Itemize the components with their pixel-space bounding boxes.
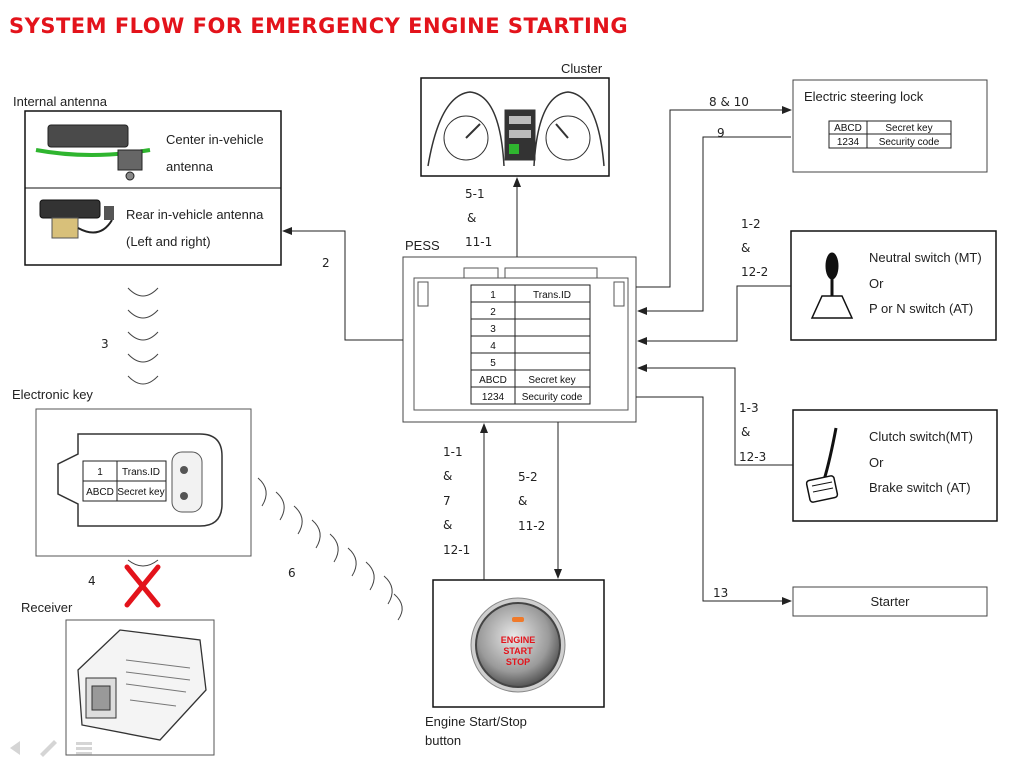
pess-table-cell: Secret key bbox=[528, 375, 575, 386]
step-3-label: 3 bbox=[101, 337, 109, 351]
step-clutch-a: 1-3 bbox=[739, 401, 759, 415]
pencil-icon[interactable] bbox=[40, 740, 57, 757]
connector-esl-to-pess bbox=[637, 136, 791, 315]
esl-table: ABCD Secret key 1234 Security code bbox=[828, 120, 952, 149]
pess-table-cell: 4 bbox=[490, 341, 496, 352]
connector-pess-to-antenna bbox=[282, 227, 403, 341]
step-13-label: 13 bbox=[713, 586, 728, 600]
pedal-icon bbox=[805, 427, 839, 503]
step-clutch-b: 12-3 bbox=[739, 450, 766, 464]
connector-pess-to-starter bbox=[636, 396, 792, 605]
pess-table-cell: 3 bbox=[490, 324, 496, 335]
pess-table-cell: 2 bbox=[490, 307, 496, 318]
pess-table-cell: Security code bbox=[522, 392, 583, 403]
pess-table-cell: ABCD bbox=[479, 375, 507, 386]
cluster-label: Cluster bbox=[561, 61, 603, 76]
arrow-left-icon[interactable] bbox=[10, 741, 20, 755]
pess-table-cell: 1234 bbox=[482, 392, 505, 403]
rear-antenna-label-line1: Rear in-vehicle antenna bbox=[126, 207, 264, 222]
step-clutch-amp: & bbox=[741, 425, 750, 439]
esl-table-cell: Secret key bbox=[885, 123, 932, 134]
start-button-icon: ENGINE START STOP bbox=[470, 597, 566, 693]
step-neutral-b: 12-2 bbox=[741, 265, 768, 279]
center-antenna-label-line2: antenna bbox=[166, 159, 214, 174]
connector-neutral-to-pess bbox=[637, 285, 791, 345]
key-table-cell: ABCD bbox=[86, 487, 114, 498]
step-cluster-a: 5-1 bbox=[465, 187, 485, 201]
starter-box bbox=[792, 586, 988, 617]
pess-table: 1 Trans.ID 2 3 4 5 ABCD Secret key 1234 … bbox=[470, 284, 591, 405]
step-pess-button-a: 5-2 bbox=[518, 470, 538, 484]
starter-label: Starter bbox=[870, 594, 910, 609]
clutch-switch-line2: Or bbox=[869, 455, 884, 470]
step-neutral-amp: & bbox=[741, 241, 750, 255]
step-cluster-amp: & bbox=[467, 211, 476, 225]
step-button-amp1: & bbox=[443, 469, 452, 483]
step-button-amp2: & bbox=[443, 518, 452, 532]
esl-table-cell: ABCD bbox=[834, 123, 862, 134]
button-face-text: STOP bbox=[506, 657, 530, 667]
pess-table-cell: 1 bbox=[490, 290, 496, 301]
esl-label: Electric steering lock bbox=[804, 89, 924, 104]
key-table-cell: 1 bbox=[97, 467, 103, 478]
pess-table-cell: 5 bbox=[490, 358, 496, 369]
rear-antenna-label-line2: (Left and right) bbox=[126, 234, 211, 249]
receiver-label: Receiver bbox=[21, 600, 73, 615]
signal-waves-3 bbox=[127, 287, 159, 385]
start-button-label-line2: button bbox=[425, 733, 461, 748]
receiver-icon bbox=[77, 629, 207, 741]
gauge-cluster-icon bbox=[427, 91, 605, 167]
blocked-cross-icon bbox=[124, 564, 161, 608]
step-8-10-label: 8 & 10 bbox=[709, 95, 749, 109]
key-table-cell: Secret key bbox=[117, 487, 164, 498]
button-face-text: ENGINE bbox=[501, 635, 536, 645]
step-2-label: 2 bbox=[322, 256, 330, 270]
step-button-a: 1-1 bbox=[443, 445, 463, 459]
neutral-switch-box bbox=[790, 230, 997, 341]
neutral-switch-line2: Or bbox=[869, 276, 884, 291]
step-4-label: 4 bbox=[88, 574, 96, 588]
start-button-label-line1: Engine Start/Stop bbox=[425, 714, 527, 729]
center-antenna-label-line1: Center in-vehicle bbox=[166, 132, 264, 147]
step-neutral-a: 1-2 bbox=[741, 217, 761, 231]
electronic-key-label: Electronic key bbox=[12, 387, 93, 402]
step-pess-button-b: 11-2 bbox=[518, 519, 545, 533]
esl-table-cell: Security code bbox=[879, 137, 940, 148]
gear-shifter-icon bbox=[810, 252, 854, 319]
clutch-switch-line1: Clutch switch(MT) bbox=[869, 429, 973, 444]
connector-clutch-to-pess bbox=[637, 364, 793, 466]
connector-pess-to-esl bbox=[636, 106, 792, 288]
center-antenna-icon bbox=[35, 124, 151, 181]
menu-icon[interactable] bbox=[76, 742, 92, 755]
button-face-text: START bbox=[503, 646, 533, 656]
rear-antenna-icon bbox=[39, 199, 114, 239]
step-pess-button-amp: & bbox=[518, 494, 527, 508]
signal-waves-6 bbox=[257, 477, 403, 621]
diagram-title: SYSTEM FLOW FOR EMERGENCY ENGINE STARTIN… bbox=[9, 14, 628, 38]
step-9-label: 9 bbox=[717, 126, 725, 140]
esl-table-cell: 1234 bbox=[837, 137, 860, 148]
step-cluster-b: 11-1 bbox=[465, 235, 492, 249]
neutral-switch-line1: Neutral switch (MT) bbox=[869, 250, 982, 265]
internal-antenna-heading: Internal antenna bbox=[13, 94, 108, 109]
step-6-label: 6 bbox=[288, 566, 296, 580]
key-table-cell: Trans.ID bbox=[122, 467, 160, 478]
step-button-b: 7 bbox=[443, 494, 451, 508]
slideshow-controls bbox=[10, 740, 92, 757]
step-button-c: 12-1 bbox=[443, 543, 470, 557]
clutch-switch-box bbox=[792, 409, 998, 522]
key-table: 1 Trans.ID ABCD Secret key bbox=[82, 460, 167, 502]
pess-module-icon bbox=[413, 267, 629, 411]
pess-table-cell: Trans.ID bbox=[533, 290, 571, 301]
signal-wave-4 bbox=[127, 559, 159, 567]
pess-label: PESS bbox=[405, 238, 440, 253]
clutch-switch-line3: Brake switch (AT) bbox=[869, 480, 971, 495]
neutral-switch-line3: P or N switch (AT) bbox=[869, 301, 973, 316]
